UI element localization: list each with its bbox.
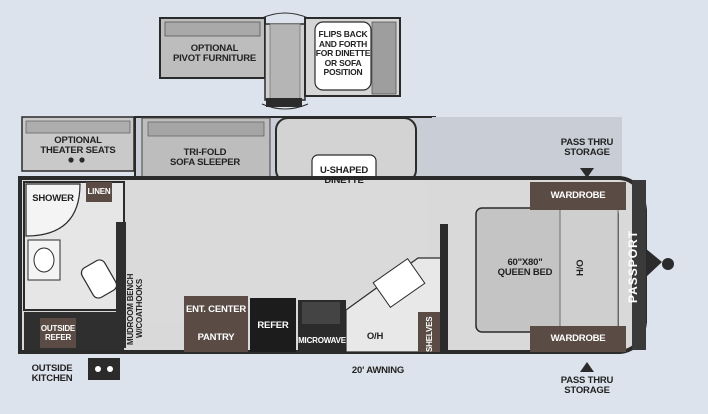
label-shelves: SHELVES	[425, 316, 434, 352]
label-pantry: PANTRY	[197, 332, 235, 343]
label-oh: O/H	[366, 331, 384, 342]
passport-logo: PASSPORT	[626, 229, 640, 303]
label-refer: REFER	[257, 320, 289, 331]
label-pass-thru-storage-bottom: PASS THRU STORAGE	[560, 375, 614, 396]
label-ho: H/O	[575, 259, 586, 277]
label-wardrobe-top: WARDROBE	[550, 190, 606, 201]
label-u-shaped-dinette: U-SHAPED DINETTE	[319, 165, 368, 186]
label-optional-pivot-furniture: OPTIONAL PIVOT FURNITURE	[172, 43, 257, 64]
label-pass-thru-storage-top: PASS THRU STORAGE	[560, 137, 614, 158]
label-wardrobe-bottom: WARDROBE	[550, 333, 606, 344]
label-ent-center: ENT. CENTER	[185, 304, 247, 315]
coach-body	[18, 168, 674, 380]
label-mudroom-bench: MUDROOM BENCH W/COATHOOKS	[126, 273, 144, 345]
label-shower: SHOWER	[32, 193, 74, 204]
label-outside-kitchen: OUTSIDE KITCHEN	[31, 363, 73, 384]
label-outside-refer: OUTSIDE REFER	[40, 324, 76, 342]
label-flips-back-and-forth: FLIPS BACK AND FORTH FOR DINETTE OR SOFA…	[315, 29, 371, 77]
label-queen-bed: 60"X80" QUEEN BED	[497, 257, 553, 278]
theater-seats-inset	[21, 116, 135, 172]
label-optional-theater-seats: OPTIONAL THEATER SEATS	[40, 135, 116, 156]
label-awning: 20' AWNING	[351, 365, 405, 376]
pivot-furniture-inset	[159, 12, 401, 110]
label-microwave: MICROWAVE	[298, 336, 346, 345]
label-linen: LINEN	[87, 187, 111, 196]
label-tri-fold-sofa-sleeper: TRI-FOLD SOFA SLEEPER	[169, 147, 241, 168]
